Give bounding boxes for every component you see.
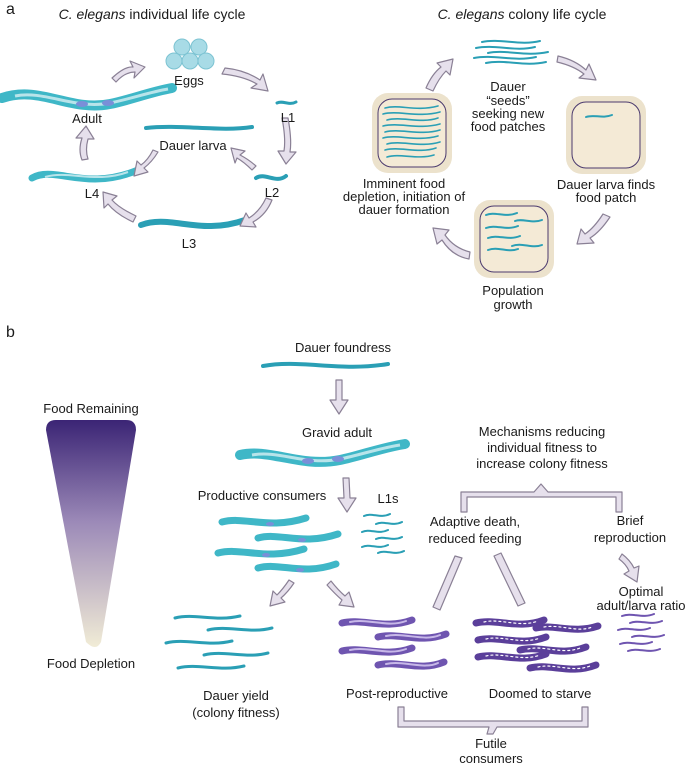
- arrow-gravid-to-consumers: [337, 477, 357, 513]
- individual-cycle-title: C. elegans individual life cycle: [59, 6, 246, 22]
- worm-l2: [254, 174, 288, 181]
- label-mechanisms-3: increase colony fitness: [476, 456, 608, 471]
- worms-productive-consumers: [214, 514, 342, 573]
- label-dauer-foundress: Dauer foundress: [294, 340, 392, 355]
- food-gradient-wedge: [46, 420, 136, 647]
- colony-title-rest: colony life cycle: [504, 6, 607, 22]
- label-adaptive-death-2: reduced feeding: [428, 531, 522, 546]
- label-mechanisms-1: Mechanisms reducing: [478, 424, 606, 439]
- dauer-seed-worms: [473, 39, 549, 65]
- arrow-brief-to-optimal: [618, 553, 640, 583]
- label-l2: L2: [264, 185, 280, 200]
- label-dauer-finds-1: Dauer larva finds: [556, 177, 656, 192]
- bracket-mechanisms: [460, 483, 623, 513]
- worm-adult: [0, 83, 177, 111]
- plate-dauer-finds-food: [566, 96, 646, 174]
- arrow-growth-to-imminent: [432, 227, 471, 260]
- worms-l1s: [361, 513, 405, 554]
- arrow-consumers-to-post-reproductive: [326, 580, 355, 608]
- label-imminent-3: dauer formation: [358, 202, 450, 217]
- arrow-adaptive-to-doomed: [493, 552, 526, 607]
- arrow-finds-to-growth: [576, 213, 611, 245]
- worm-dauer-larva: [144, 124, 254, 131]
- worm-l1: [275, 100, 298, 105]
- plate-imminent-depletion: [372, 93, 452, 173]
- label-food-depletion: Food Depletion: [46, 656, 136, 671]
- label-futile-1: Futile: [475, 736, 507, 751]
- arrow-l3-to-l4: [102, 191, 137, 223]
- arrow-foundress-to-gravid: [329, 379, 349, 415]
- arrow-l2-to-l3: [239, 197, 273, 228]
- label-doomed-to-starve: Doomed to starve: [488, 686, 592, 701]
- individual-title-rest: individual life cycle: [125, 6, 246, 22]
- colony-title-species: C. elegans: [437, 6, 505, 22]
- label-l1s: L1s: [377, 491, 399, 506]
- arrow-adaptive-to-post-reproductive: [432, 555, 463, 611]
- label-post-reproductive: Post-reproductive: [346, 686, 448, 701]
- individual-title-species: C. elegans: [58, 6, 126, 22]
- colony-cycle-title: C. elegans colony life cycle: [438, 6, 607, 22]
- label-dauer-yield-1: Dauer yield: [203, 688, 269, 703]
- label-imminent-1: Imminent food: [362, 176, 446, 191]
- arrow-l2-to-dauer: [230, 147, 257, 171]
- label-optimal-ratio-1: Optimal: [618, 584, 664, 599]
- label-dauer-larva: Dauer larva: [159, 138, 227, 153]
- label-futile-2: consumers: [459, 751, 523, 766]
- worm-gravid-adult: [235, 439, 410, 467]
- label-optimal-ratio-2: adult/larva ratio: [596, 598, 685, 613]
- arrow-adult-to-eggs: [111, 60, 146, 83]
- plate-population-growth: [474, 200, 554, 278]
- label-imminent-2: depletion, initiation of: [342, 189, 466, 204]
- label-l4: L4: [84, 186, 100, 201]
- panel-b-letter: b: [6, 324, 15, 341]
- label-dauer-seeds-4: food patches: [470, 119, 546, 134]
- label-l1: L1: [280, 110, 296, 125]
- label-mechanisms-2: individual fitness to: [487, 440, 597, 455]
- arrow-l1-to-l2: [277, 117, 297, 165]
- label-adaptive-death-1: Adaptive death,: [429, 514, 521, 529]
- worm-l3: [138, 217, 248, 230]
- label-dauer-seeds-3: seeking new: [471, 106, 545, 121]
- arrow-imminent-to-seeds: [425, 58, 454, 92]
- label-productive-consumers: Productive consumers: [197, 488, 327, 503]
- worms-dauer-yield: [164, 614, 274, 670]
- label-population-growth-1: Population: [482, 283, 544, 298]
- arrow-seeds-to-finds: [556, 55, 597, 81]
- worm-l4: [28, 166, 142, 183]
- worms-doomed-to-starve: [472, 616, 602, 673]
- label-food-remaining: Food Remaining: [43, 401, 139, 416]
- label-dauer-seeds-1: Dauer: [490, 79, 526, 94]
- label-population-growth-2: growth: [493, 297, 533, 312]
- label-adult: Adult: [72, 111, 102, 126]
- worms-optimal-ratio: [617, 613, 665, 652]
- label-eggs: Eggs: [174, 73, 204, 88]
- arrow-l4-to-adult: [75, 125, 95, 161]
- arrow-consumers-to-dauer-yield: [269, 579, 295, 607]
- label-brief-reproduction-2: reproduction: [593, 530, 667, 545]
- label-gravid-adult: Gravid adult: [301, 425, 373, 440]
- label-brief-reproduction-1: Brief: [616, 513, 644, 528]
- arrow-dauer-to-l4: [133, 149, 159, 177]
- egg-cluster: [165, 38, 215, 70]
- label-l3: L3: [181, 236, 197, 251]
- label-dauer-yield-2: (colony fitness): [192, 705, 280, 720]
- bracket-futile: [397, 706, 589, 735]
- worms-post-reproductive: [338, 616, 450, 670]
- label-dauer-seeds-2: “seeds”: [486, 93, 530, 108]
- label-dauer-finds-2: food patch: [575, 190, 637, 205]
- panel-a-letter: a: [6, 1, 15, 18]
- worm-dauer-foundress: [261, 361, 390, 369]
- arrow-eggs-to-l1: [221, 67, 269, 92]
